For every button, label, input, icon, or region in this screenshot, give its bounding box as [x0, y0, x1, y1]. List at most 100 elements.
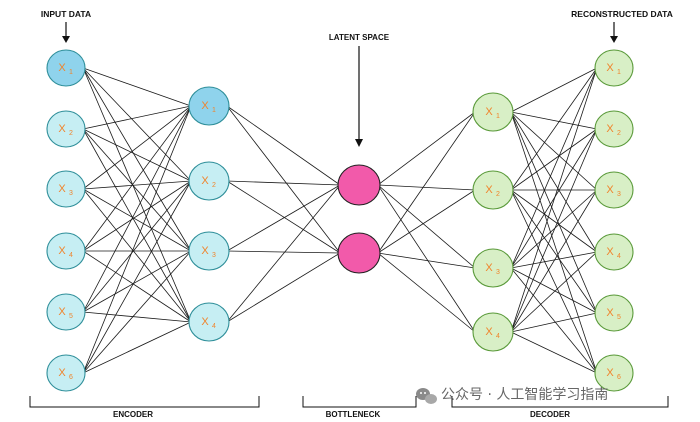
edge-encoder-hidden-1-to-bottleneck-1 — [226, 105, 341, 186]
node-subscript: 1 — [212, 107, 216, 114]
latent-arrow-icon — [355, 139, 363, 147]
edge-input-5-to-encoder-hidden-1 — [82, 105, 192, 313]
edge-input-1-to-encoder-hidden-4 — [82, 67, 192, 323]
edge-input-6-to-encoder-hidden-2 — [82, 180, 192, 374]
node-subscript: 2 — [69, 130, 73, 137]
node-circle — [46, 354, 86, 392]
edge-encoder-hidden-4-to-bottleneck-1 — [226, 184, 341, 323]
edge-input-5-to-encoder-hidden-2 — [82, 180, 192, 313]
node-label: X — [58, 367, 66, 379]
edge-input-3-to-encoder-hidden-3 — [82, 188, 192, 252]
node-circle — [46, 49, 86, 87]
node-circle — [472, 248, 514, 288]
bottleneck-label: BOTTLENECK — [326, 410, 381, 419]
node-label: X — [606, 307, 614, 319]
node-subscript: 3 — [617, 191, 621, 198]
edge-decoder-hidden-2-to-output-1 — [510, 67, 598, 191]
edge-input-5-to-encoder-hidden-4 — [83, 311, 192, 323]
node-circle — [337, 164, 381, 206]
edge-decoder-hidden-3-to-output-4 — [510, 251, 597, 269]
watermark-text: 公众号 · 人工智能学习指南 — [441, 387, 608, 403]
input-arrow-icon — [62, 36, 70, 43]
node-circle — [594, 233, 634, 271]
node-circle — [46, 110, 86, 148]
edge-decoder-hidden-1-to-output-4 — [510, 111, 598, 253]
edge-encoder-hidden-4-to-bottleneck-2 — [226, 252, 341, 323]
node-label: X — [606, 184, 614, 196]
node-circle — [594, 294, 634, 332]
node-circle — [46, 232, 86, 270]
edge-decoder-hidden-1-to-output-2 — [510, 111, 597, 130]
edge-input-4-to-encoder-hidden-4 — [82, 250, 192, 323]
node-subscript: 5 — [617, 314, 621, 321]
node-circle — [472, 312, 514, 352]
edge-bottleneck-2-to-decoder-hidden-3 — [377, 252, 476, 269]
edge-input-1-to-encoder-hidden-2 — [82, 67, 192, 182]
node-circle — [472, 170, 514, 210]
node-circle — [594, 171, 634, 209]
input-data-label: INPUT DATA — [41, 9, 91, 19]
node-label: X — [201, 100, 209, 112]
edge-bottleneck-1-to-decoder-hidden-3 — [377, 184, 476, 269]
node-circle — [594, 49, 634, 87]
node-circle — [188, 231, 230, 271]
edge-input-2-to-encoder-hidden-4 — [82, 128, 192, 323]
encoder-bracket — [29, 396, 260, 408]
node-circle — [46, 293, 86, 331]
edge-decoder-hidden-1-to-output-3 — [510, 111, 598, 191]
node-subscript: 4 — [69, 252, 73, 259]
edge-decoder-hidden-2-to-output-5 — [510, 189, 598, 314]
edge-decoder-hidden-4-to-output-2 — [510, 128, 598, 333]
node-label: X — [606, 62, 614, 74]
node-label: X — [201, 316, 209, 328]
edge-input-2-to-encoder-hidden-1 — [83, 105, 192, 130]
reconstructed-data-label: RECONSTRUCTED DATA — [571, 9, 673, 19]
edge-decoder-hidden-4-to-output-5 — [510, 312, 597, 333]
edge-input-2-to-encoder-hidden-3 — [82, 128, 192, 252]
node-label: X — [58, 62, 66, 74]
node-subscript: 4 — [496, 333, 500, 340]
node-circle — [188, 86, 230, 126]
edge-bottleneck-1-to-decoder-hidden-4 — [377, 184, 476, 333]
node-circle — [46, 170, 86, 208]
edge-bottleneck-1-to-decoder-hidden-1 — [377, 111, 476, 186]
edge-decoder-hidden-1-to-output-5 — [510, 111, 598, 314]
edge-decoder-hidden-4-to-output-1 — [510, 67, 598, 333]
edge-encoder-hidden-3-to-bottleneck-2 — [226, 250, 341, 254]
node-subscript: 3 — [496, 269, 500, 276]
bottleneck-bracket — [302, 396, 417, 408]
edge-input-1-to-encoder-hidden-3 — [82, 67, 192, 252]
node-subscript: 1 — [69, 69, 73, 76]
edge-decoder-hidden-2-to-output-2 — [510, 128, 598, 191]
edge-input-3-to-encoder-hidden-2 — [83, 180, 192, 190]
edge-decoder-hidden-3-to-output-6 — [510, 267, 598, 374]
decoder-label: DECODER — [530, 410, 570, 419]
edge-decoder-hidden-3-to-output-3 — [510, 189, 598, 269]
edge-bottleneck-2-to-decoder-hidden-4 — [377, 252, 476, 333]
node-circle — [594, 110, 634, 148]
edge-decoder-hidden-1-to-output-6 — [510, 111, 598, 374]
node-label: X — [201, 175, 209, 187]
node-label: X — [58, 306, 66, 318]
node-subscript: 2 — [496, 191, 500, 198]
node-subscript: 2 — [617, 130, 621, 137]
node-label: X — [58, 183, 66, 195]
node-subscript: 1 — [496, 113, 500, 120]
edge-bottleneck-2-to-decoder-hidden-2 — [377, 189, 476, 254]
node-subscript: 3 — [69, 190, 73, 197]
